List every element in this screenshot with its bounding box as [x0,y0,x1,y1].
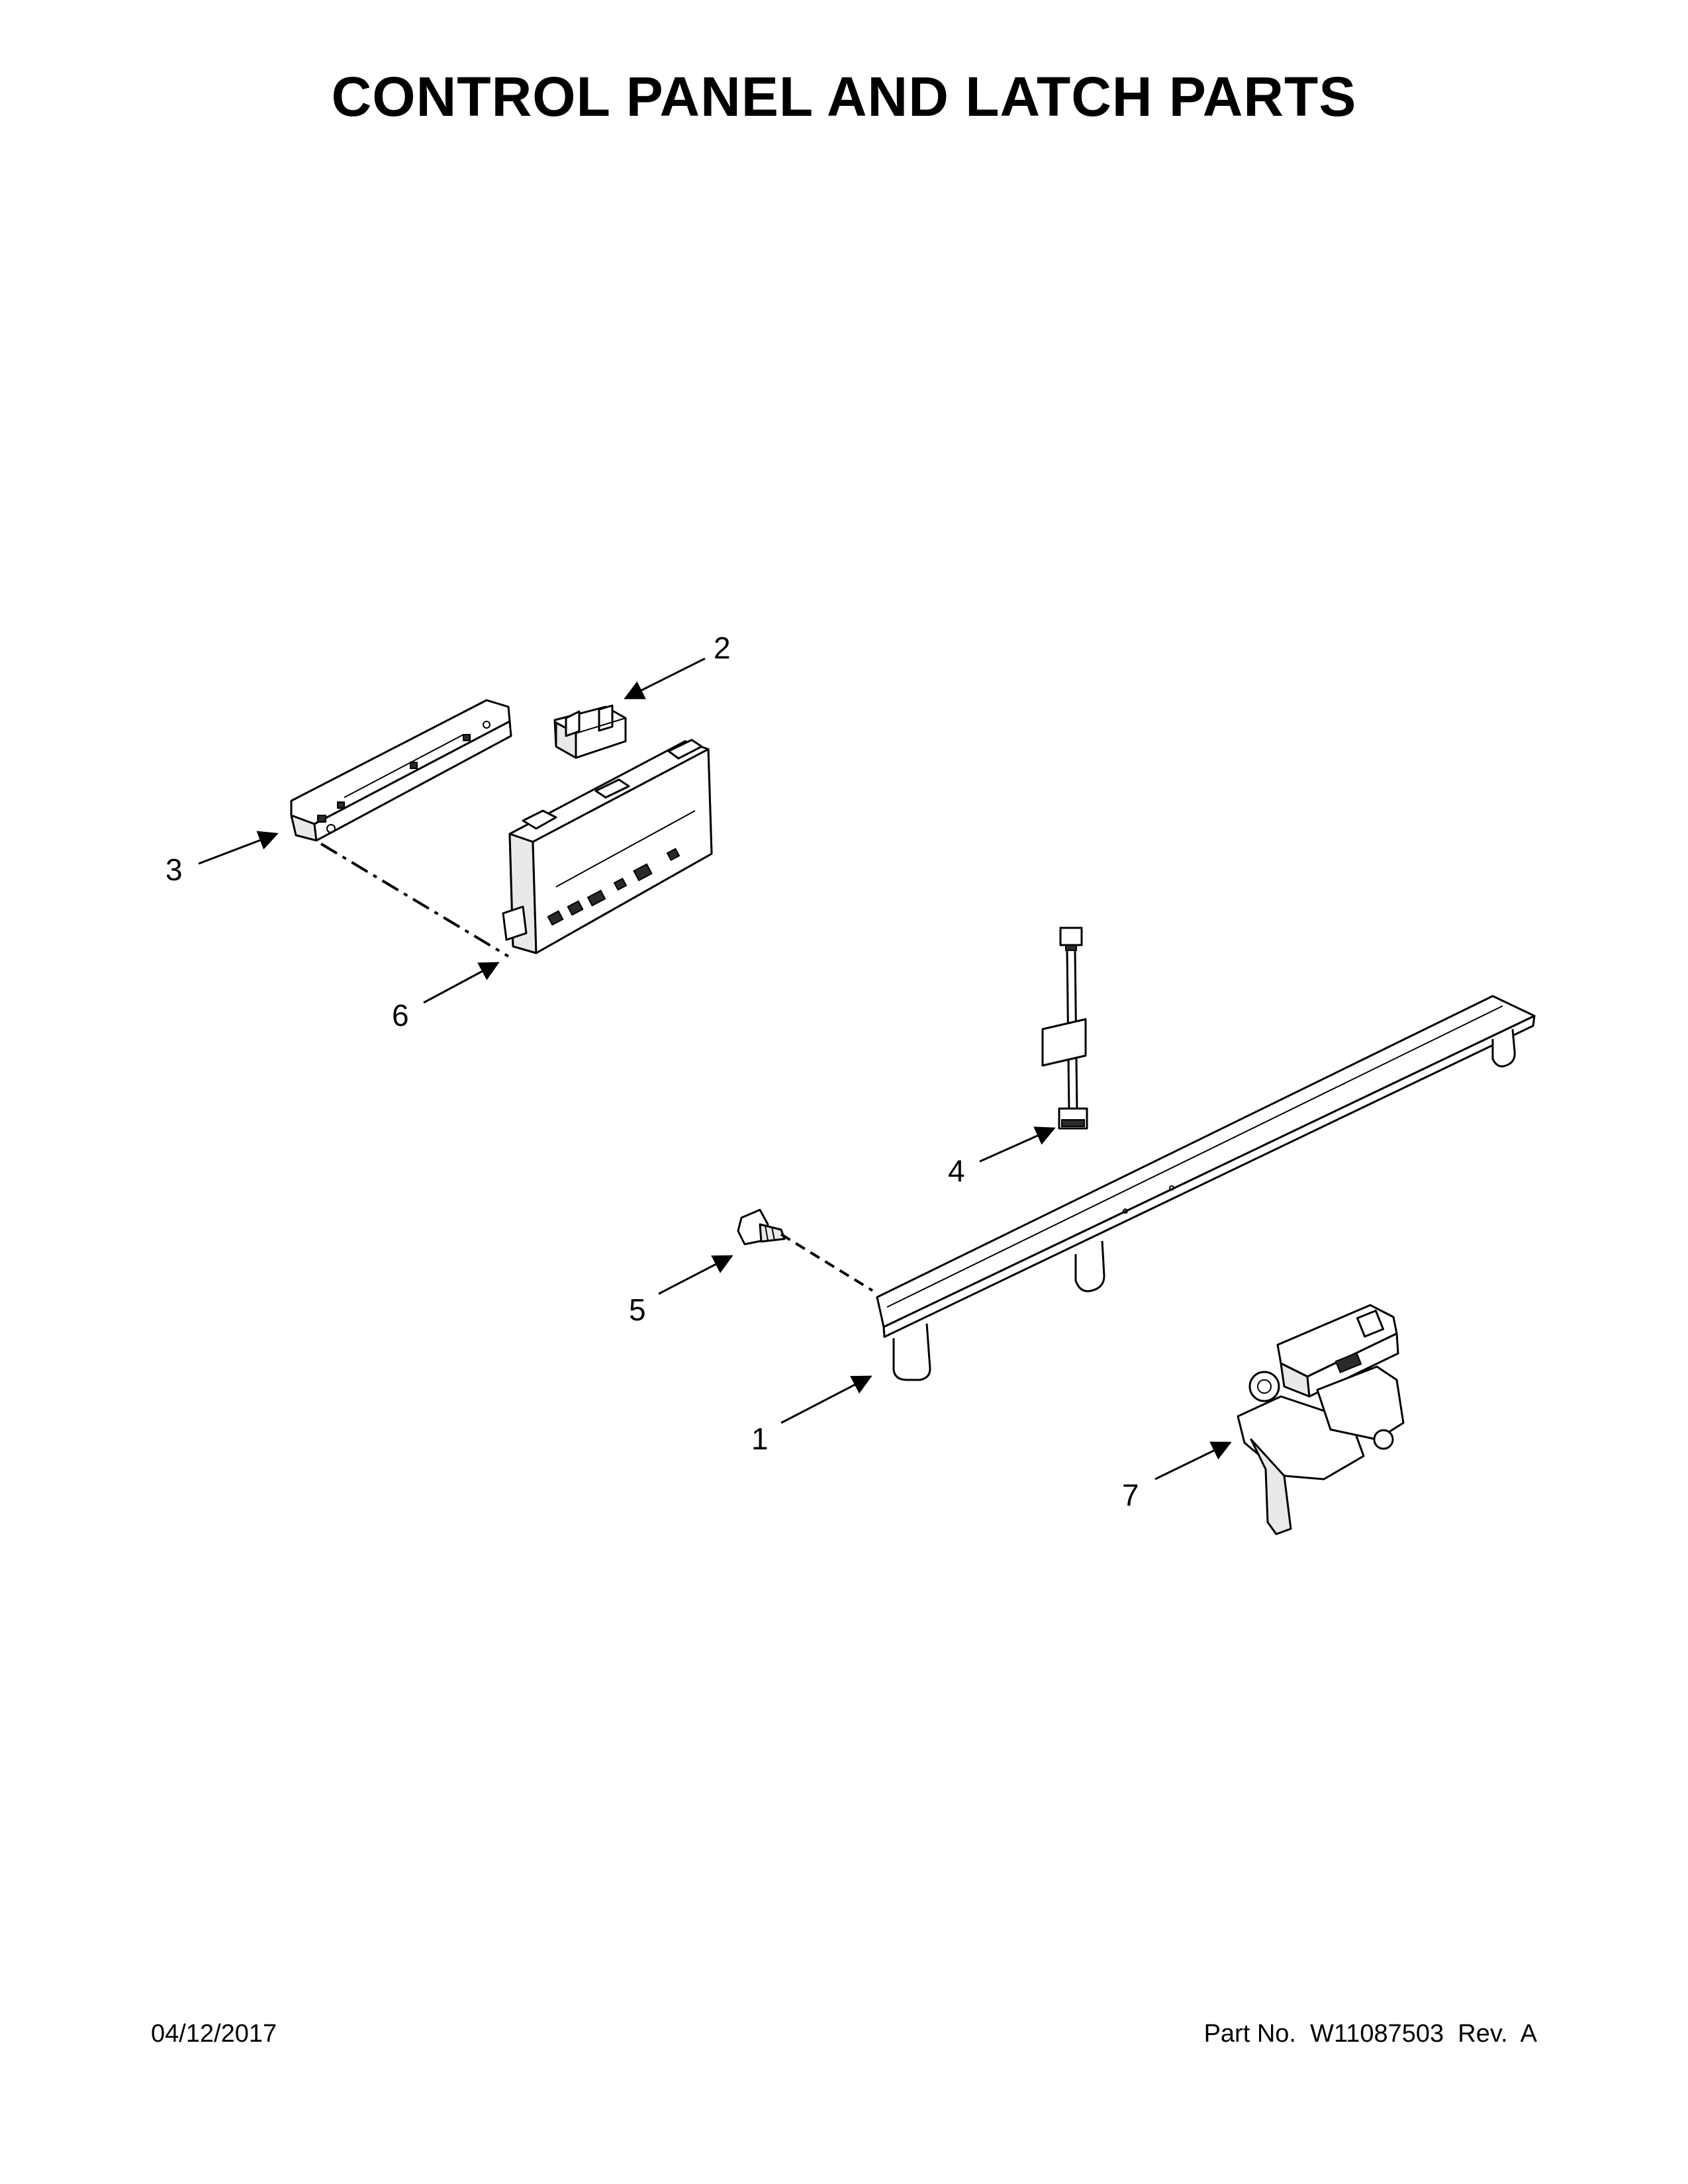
page-title: CONTROL PANEL AND LATCH PARTS [331,66,1357,128]
part-2-clip [553,704,627,759]
leader-arrow-4 [979,1126,1056,1163]
part-1-control-panel [876,995,1536,1381]
leader-arrow-6 [423,962,500,1004]
callout-7: 7 [1122,1478,1139,1512]
leader-arrow-2 [624,657,706,700]
part-7-latch [1237,1304,1405,1535]
callout-3: 3 [165,852,183,887]
part-6-control-board [502,739,713,954]
callout-6: 6 [392,998,409,1032]
leader-arrow-7 [1154,1441,1232,1480]
part-3-bracket [290,699,512,842]
assembly-line-3-6 [320,842,510,958]
part-5-screw [737,1208,786,1246]
callout-1: 1 [751,1422,769,1456]
callout-2: 2 [714,631,731,665]
callout-4: 4 [948,1154,965,1188]
callout-5: 5 [629,1293,646,1327]
leader-arrow-5 [658,1255,733,1295]
footer-part-number: Part No. W11087503 Rev. A [1203,2020,1537,2048]
part-4-wire-harness [1041,927,1088,1130]
leader-arrow-1 [780,1375,872,1424]
leader-arrow-3 [198,831,279,865]
assembly-line-5-1 [780,1233,874,1292]
footer-date: 04/12/2017 [151,2020,277,2048]
